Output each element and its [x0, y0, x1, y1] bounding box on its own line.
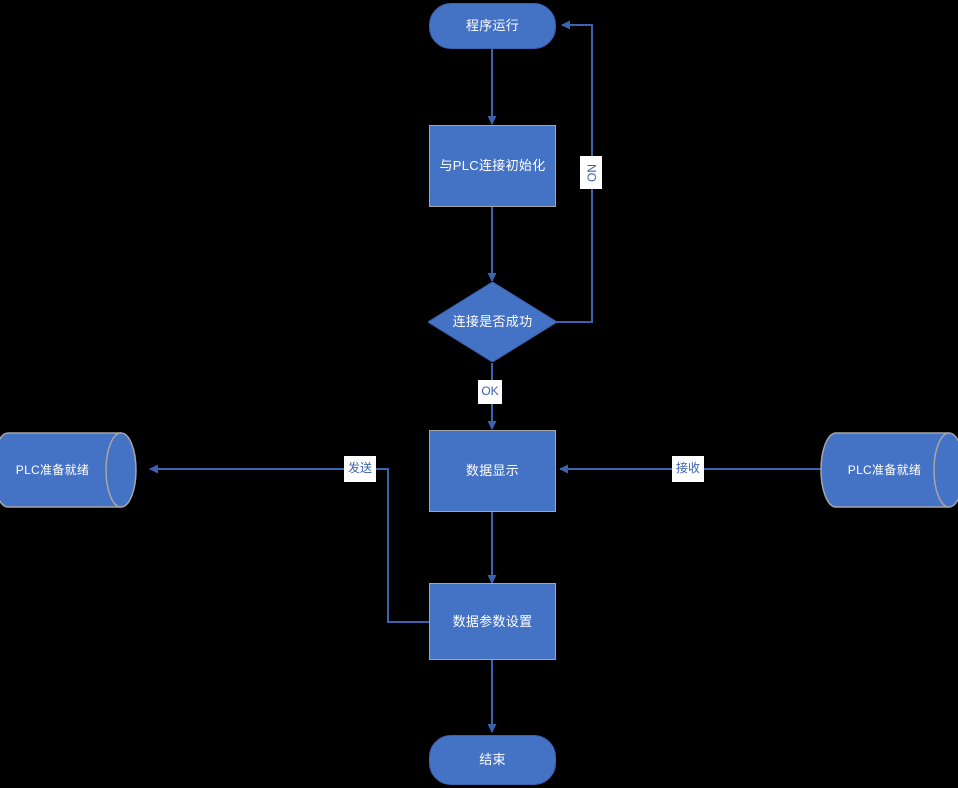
- edge-params-to-plcleft-send: [149, 464, 430, 623]
- node-start[interactable]: 程序运行: [429, 3, 556, 49]
- node-init[interactable]: 与PLC连接初始化: [429, 125, 556, 207]
- node-plc-ready-left[interactable]: PLC准备就绪: [0, 432, 137, 508]
- node-params-label: 数据参数设置: [452, 613, 533, 629]
- node-params[interactable]: 数据参数设置: [429, 583, 556, 660]
- edge-label-send: 发送: [344, 456, 376, 482]
- cylinder-shape-right: [820, 432, 958, 508]
- edge-label-ok: OK: [478, 380, 502, 404]
- cylinder-shape-left: [0, 432, 137, 508]
- edge-label-receive: 接收: [672, 456, 704, 482]
- node-end[interactable]: 结束: [429, 735, 556, 785]
- node-decision-label: 连接是否成功: [452, 314, 533, 330]
- node-plc-ready-right-label: PLC准备就绪: [847, 462, 922, 477]
- edge-label-no: NO: [580, 156, 602, 189]
- decision-diamond-shape: [428, 282, 557, 362]
- node-display-label: 数据显示: [465, 463, 520, 479]
- node-decision[interactable]: 连接是否成功: [428, 282, 557, 362]
- node-init-label: 与PLC连接初始化: [439, 158, 546, 174]
- node-display[interactable]: 数据显示: [429, 430, 556, 512]
- node-start-label: 程序运行: [465, 18, 520, 34]
- node-plc-ready-left-label: PLC准备就绪: [15, 462, 90, 477]
- node-end-label: 结束: [479, 752, 506, 768]
- node-plc-ready-right[interactable]: PLC准备就绪: [820, 432, 958, 508]
